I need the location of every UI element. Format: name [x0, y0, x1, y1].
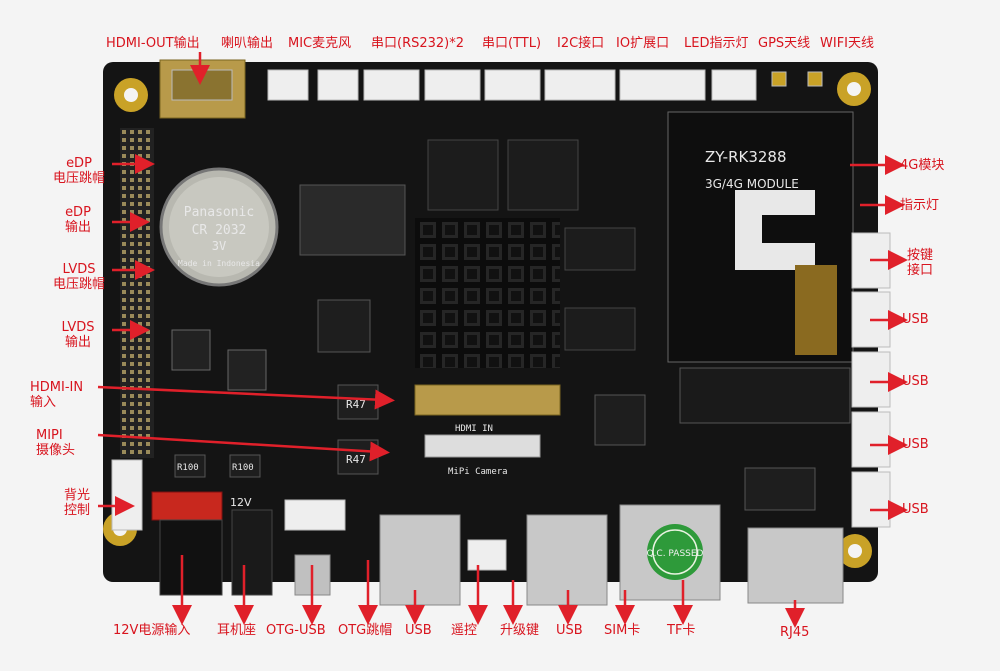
ram-chip-3: [564, 227, 636, 271]
power-jack-red: [151, 491, 223, 521]
silk-hdmi-in: HDMI IN: [455, 424, 493, 434]
battery-brand: Panasonic: [184, 205, 254, 220]
qc-text: Q.C. PASSED: [646, 549, 703, 559]
label-hdmi-in-line2: 输入: [30, 395, 57, 410]
qc-passed-sticker: Q.C. PASSED: [646, 524, 704, 580]
label-edp-out-line2: 输出: [64, 220, 91, 235]
label-mipi-line1: MIPI: [36, 428, 63, 443]
mounting-holes: [103, 72, 872, 568]
label-key-port-line2: 接口: [906, 263, 933, 278]
label-remote: 遥控: [451, 623, 478, 638]
silk-12v: 12V: [230, 496, 252, 509]
label-usb-right-4: USB: [902, 502, 929, 517]
label-edp-out-line1: eDP: [65, 205, 91, 220]
chip-pmu: [317, 299, 371, 353]
module-sub: 3G/4G MODULE: [705, 177, 799, 191]
label-usb-bottom-1: USB: [405, 623, 432, 638]
module-pins: [795, 265, 837, 355]
inductor-r100-1: [174, 454, 206, 478]
silk-r100-2: R100: [232, 463, 254, 473]
inductor-r100-2: [229, 454, 261, 478]
label-lvds-out-line1: LVDS: [61, 320, 95, 335]
label-mipi: MIPI 摄像头: [36, 428, 75, 458]
power-jack: [159, 519, 223, 596]
ram-chip-4: [564, 307, 636, 351]
silk-r47-1: R47: [346, 398, 366, 411]
label-indicator: 指示灯: [900, 198, 940, 213]
rj45-port: [747, 527, 844, 604]
label-lvds-jumper-line2: 电压跳帽: [52, 277, 105, 292]
label-usb-right-2: USB: [902, 374, 929, 389]
label-hdmi-out: HDMI-OUT输出: [106, 36, 200, 51]
label-backlight: 背光 控制: [64, 488, 90, 518]
label-rs232: 串口(RS232)*2: [371, 36, 465, 51]
ir-receiver: [467, 539, 507, 571]
ethernet-transformer: [744, 467, 816, 511]
battery-origin: Made in Indonesia: [178, 259, 260, 268]
label-led: LED指示灯: [684, 36, 749, 51]
label-otg-jumper: OTG跳帽: [338, 623, 393, 638]
gpio-header: [414, 384, 561, 416]
module-name: ZY-RK3288: [705, 148, 787, 166]
label-wifi: WIFI天线: [820, 36, 874, 51]
label-mipi-line2: 摄像头: [36, 443, 76, 458]
headphone-jack: [231, 509, 273, 596]
label-gps: GPS天线: [758, 36, 811, 51]
label-io: IO扩展口: [616, 36, 670, 51]
ram-chip-2: [507, 139, 579, 211]
inductor-1: [171, 329, 211, 371]
label-tf: TF卡: [667, 623, 696, 638]
top-connectors: [159, 59, 823, 119]
label-backlight-line2: 控制: [64, 503, 91, 518]
label-speaker: 喇叭输出: [221, 36, 274, 51]
callout-arrows: [97, 52, 908, 628]
label-edp-jumper-line2: 电压跳帽: [52, 171, 105, 186]
battery-volt: 3V: [212, 239, 226, 253]
silk-r47-2: R47: [346, 453, 366, 466]
label-headphone: 耳机座: [217, 623, 257, 638]
label-edp-jumper-line1: eDP: [66, 156, 92, 171]
chip-1: [299, 184, 406, 256]
label-hdmi-in: HDMI-IN 输入: [30, 380, 83, 410]
label-i2c: I2C接口: [557, 36, 605, 51]
label-usb-right-1: USB: [902, 312, 929, 327]
coin-battery: Panasonic CR 2032 3V Made in Indonesia: [159, 167, 279, 287]
usb-port-1: [379, 514, 461, 606]
ram-chip-1: [427, 139, 499, 211]
label-lvds-jumper: LVDS 电压跳帽: [44, 262, 114, 292]
label-sim: SIM卡: [604, 623, 641, 638]
battery-model: CR 2032: [192, 223, 247, 238]
label-upgrade-key: 升级键: [500, 623, 540, 638]
sim-slot-frame: [679, 367, 851, 424]
label-edp-jumper: eDP 电压跳帽: [44, 156, 114, 186]
label-usb-right-3: USB: [902, 437, 929, 452]
right-connectors: [851, 232, 891, 528]
label-usb-bottom-2: USB: [556, 623, 583, 638]
silk-r100-1: R100: [177, 463, 199, 473]
label-power-input: 12V电源输入: [113, 623, 191, 638]
left-pin-header: [120, 128, 154, 458]
label-hdmi-in-line1: HDMI-IN: [30, 380, 84, 395]
silk-mipi: MiPi Camera: [448, 467, 508, 477]
label-mic: MIC麦克风: [288, 36, 352, 51]
label-ttl: 串口(TTL): [482, 36, 542, 51]
label-otg-usb: OTG-USB: [266, 623, 326, 638]
label-4g-module: 4G模块: [900, 158, 945, 173]
label-key-port: 按键 接口: [900, 248, 940, 278]
label-lvds-jumper-line1: LVDS: [62, 262, 96, 277]
heatsink: [415, 218, 560, 368]
inductor-2: [227, 349, 267, 391]
label-rj45: RJ45: [780, 625, 810, 640]
otg-jumper-connector: [284, 499, 346, 531]
chip-usb-hub: [594, 394, 646, 446]
label-key-port-line1: 按键: [906, 248, 933, 263]
label-edp-out: eDP 输出: [50, 205, 106, 235]
label-lvds-out: LVDS 输出: [48, 320, 108, 350]
backlight-connector: [111, 459, 143, 531]
mipi-connector: [424, 434, 541, 458]
label-backlight-line1: 背光: [64, 488, 91, 503]
label-lvds-out-line2: 输出: [64, 335, 91, 350]
